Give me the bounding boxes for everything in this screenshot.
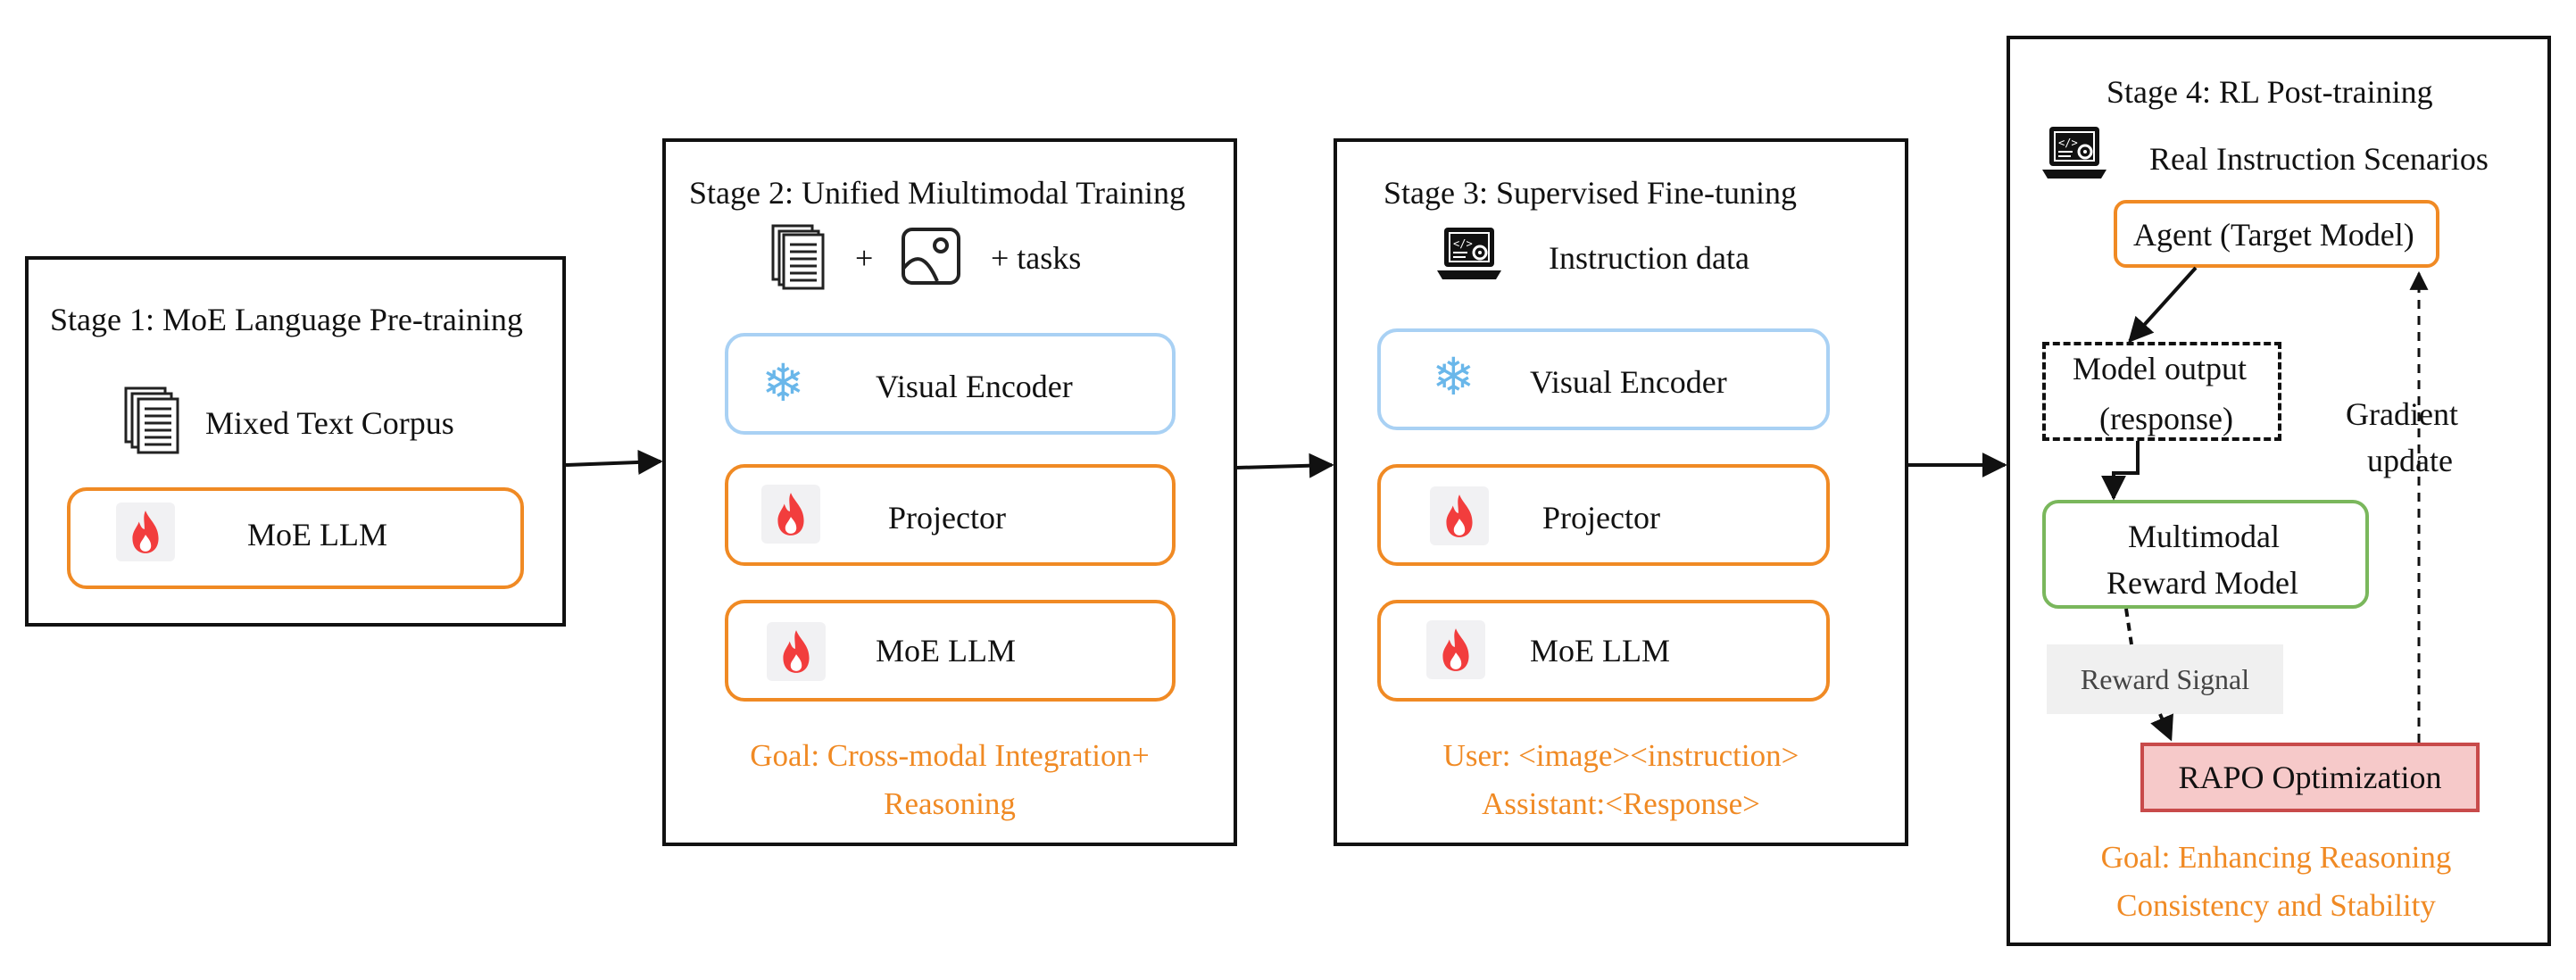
tasks-label: + tasks <box>991 240 1082 276</box>
stage2-goal: Goal: Cross-modal Integration+ Reasoning <box>680 732 1219 828</box>
stage2-visual-encoder-box <box>725 333 1176 435</box>
flame-icon <box>116 502 175 561</box>
gradient-update-line1: Gradient <box>2346 396 2458 432</box>
stage2-goal-line1: Goal: Cross-modal Integration+ <box>750 738 1150 773</box>
model-output-line2: (response) <box>2099 401 2233 436</box>
multimodal-reward-model-box <box>2042 500 2369 609</box>
mixed-text-corpus-label: Mixed Text Corpus <box>205 405 454 441</box>
stage3-visual-encoder-box <box>1377 328 1830 430</box>
stage4-goal-line1: Goal: Enhancing Reasoning <box>2100 840 2452 875</box>
stage3-moe-llm-label: MoE LLM <box>1530 633 1670 669</box>
stage1-moe-llm-label: MoE LLM <box>247 517 387 552</box>
reward-model-line1: Multimodal <box>2128 519 2280 554</box>
stage2-projector-label: Projector <box>888 500 1006 536</box>
stage2-visual-encoder-label: Visual Encoder <box>876 369 1073 404</box>
flame-icon <box>1426 620 1485 679</box>
stage3-assistant-line: Assistant:<Response> <box>1482 786 1760 821</box>
stage2-goal-line2: Reasoning <box>884 786 1016 821</box>
stage3-visual-encoder-label: Visual Encoder <box>1530 364 1727 400</box>
arrow-stage1-to-stage2 <box>565 449 663 475</box>
document-icon <box>771 224 825 290</box>
stage3-projector-label: Projector <box>1542 500 1660 536</box>
model-output-line1: Model output <box>2073 351 2247 386</box>
reward-signal-label: Reward Signal <box>2047 644 2283 714</box>
stage3-title: Stage 3: Supervised Fine-tuning <box>1384 175 1797 211</box>
svg-text:</>: </> <box>1453 237 1473 250</box>
snowflake-icon: ❄ <box>1432 346 1475 407</box>
snowflake-icon: ❄ <box>761 353 805 413</box>
svg-text:</>: </> <box>2058 137 2078 149</box>
model-output-box <box>2042 342 2281 441</box>
flame-icon <box>1430 486 1489 545</box>
stage3-user-line: User: <image><instruction> <box>1442 738 1799 773</box>
stage1-title: Stage 1: MoE Language Pre-training <box>50 302 523 337</box>
flame-icon <box>767 622 826 681</box>
agent-target-model-box <box>2114 200 2439 268</box>
stage4-title: Stage 4: RL Post-training <box>2107 74 2433 110</box>
plus-sign: + <box>855 240 874 276</box>
laptop-code-icon: </> <box>2042 127 2107 179</box>
stage2-moe-llm-label: MoE LLM <box>876 633 1016 669</box>
gradient-update-line2: update <box>2367 443 2453 478</box>
stage2-title: Stage 2: Unified Miultimodal Training <box>689 175 1185 211</box>
laptop-code-icon: </> <box>1437 228 1501 279</box>
stage4-goal: Goal: Enhancing Reasoning Consistency an… <box>2053 834 2499 930</box>
reward-model-line2: Reward Model <box>2107 565 2298 601</box>
real-instruction-scenarios-label: Real Instruction Scenarios <box>2149 141 2489 177</box>
flame-icon <box>761 485 820 544</box>
agent-target-model-label: Agent (Target Model) <box>2133 217 2414 253</box>
stage3-goal: User: <image><instruction> Assistant:<Re… <box>1351 732 1890 828</box>
document-icon <box>124 386 179 454</box>
stage4-goal-line2: Consistency and Stability <box>2116 888 2436 923</box>
instruction-data-label: Instruction data <box>1549 240 1749 276</box>
image-icon <box>902 228 960 285</box>
rapo-optimization-box: RAPO Optimization <box>2140 743 2480 812</box>
arrow-stage2-to-stage3 <box>1236 453 1334 478</box>
